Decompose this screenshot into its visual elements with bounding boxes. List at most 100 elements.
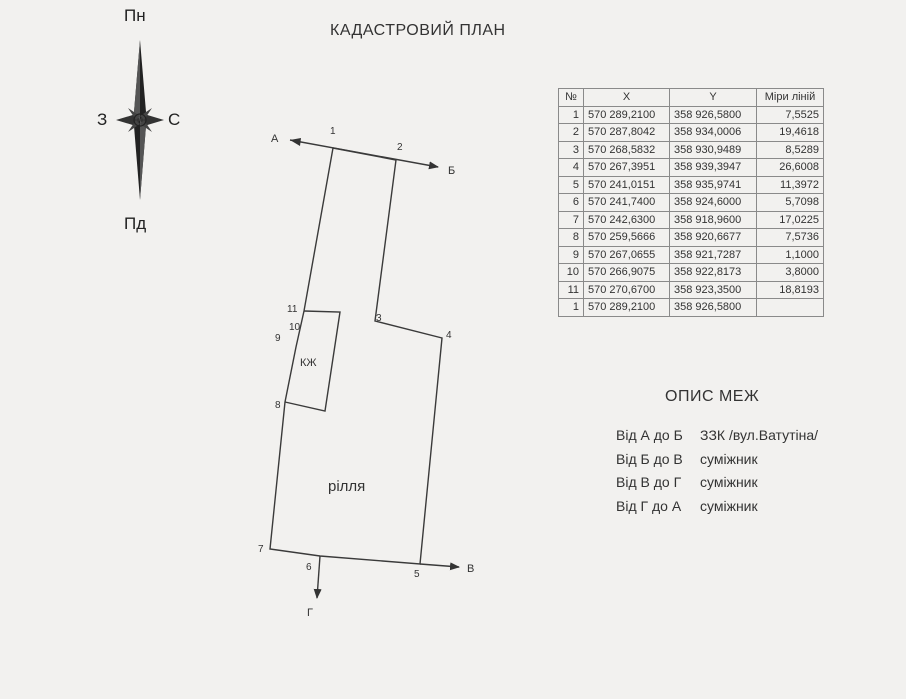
cell-length: 1,1000 <box>756 245 824 264</box>
cell-y: 358 922,8173 <box>669 263 757 282</box>
parcel-boundary <box>269 147 443 565</box>
boundary-segment: Від А до Б <box>616 427 683 443</box>
cell-y: 358 939,3947 <box>669 158 757 177</box>
cell-number: 1 <box>558 105 584 124</box>
cell-y: 358 935,9741 <box>669 175 757 194</box>
cell-y: 358 923,3500 <box>669 280 757 299</box>
cell-number: 11 <box>558 280 584 299</box>
point-label-8: 8 <box>275 400 281 411</box>
point-label-5: 5 <box>414 569 420 580</box>
point-label-4: 4 <box>446 330 452 341</box>
cell-length: 3,8000 <box>756 263 824 282</box>
cell-number: 4 <box>558 158 584 177</box>
boundary-neighbor: суміжник <box>700 450 758 467</box>
cell-number: 6 <box>558 193 584 212</box>
point-label-2: 2 <box>397 142 403 153</box>
cell-x: 570 266,9075 <box>583 263 670 282</box>
point-label-1: 1 <box>330 126 336 137</box>
cell-length: 17,0225 <box>756 210 824 229</box>
boundary-row: Від Г до А суміжник <box>616 498 818 522</box>
compass-north-label: Пн <box>124 6 146 25</box>
cell-length: 8,5289 <box>756 140 824 159</box>
cell-y: 358 926,5800 <box>669 105 757 124</box>
cell-y: 358 934,0006 <box>669 123 757 142</box>
cell-x: 570 268,5832 <box>583 140 670 159</box>
cell-number: 10 <box>558 263 584 282</box>
point-label-3: 3 <box>376 313 382 324</box>
cell-length <box>756 298 824 317</box>
cell-y: 358 926,5800 <box>669 298 757 317</box>
boundary-line-to-g <box>313 555 322 599</box>
boundary-neighbor: суміжник <box>700 497 758 514</box>
col-header-y: Y <box>669 88 757 107</box>
direction-label-v: В <box>467 563 474 575</box>
boundary-neighbor: ЗЗК /вул.Ватутіна/ <box>700 427 819 443</box>
boundary-neighbor: суміжник <box>700 474 758 490</box>
cell-number: 8 <box>558 228 584 247</box>
cell-length: 19,4618 <box>756 123 824 142</box>
col-header-length: Міри ліній <box>756 88 824 107</box>
cell-length: 5,7098 <box>756 193 824 212</box>
cell-number: 2 <box>558 123 584 142</box>
cell-x: 570 241,7400 <box>583 193 670 212</box>
cell-number: 9 <box>558 245 584 264</box>
field-label: рілля <box>328 478 365 495</box>
cell-x: 570 242,6300 <box>583 210 670 229</box>
boundaries-title: ОПИС МЕЖ <box>665 388 760 405</box>
cell-x: 570 241,0151 <box>583 175 670 194</box>
cell-x: 570 259,5666 <box>583 228 670 247</box>
boundary-row: Від Б до В суміжник <box>616 451 818 475</box>
boundary-segment: Від В до Г <box>616 474 682 490</box>
col-header-x: X <box>583 88 670 107</box>
direction-label-a: А <box>271 133 279 145</box>
boundary-row: Від В до Г суміжник <box>616 474 818 498</box>
cell-y: 358 918,9600 <box>669 210 757 229</box>
cell-number: 7 <box>558 210 584 229</box>
table-header-row: № X Y Міри ліній <box>558 88 824 107</box>
point-label-7: 7 <box>258 544 264 555</box>
boundary-segment: Від Г до А <box>616 497 682 514</box>
boundary-segment: Від Б до В <box>616 450 683 467</box>
compass-west-label: З <box>97 110 108 129</box>
compass-rose: Пн Пд З С <box>0 0 200 250</box>
cell-length: 26,6008 <box>756 158 824 177</box>
cell-length: 7,5525 <box>756 105 824 124</box>
cell-length: 18,8193 <box>756 280 824 299</box>
cell-y: 358 924,6000 <box>669 193 757 212</box>
building-outline <box>284 310 341 412</box>
point-label-6: 6 <box>306 562 312 573</box>
cell-x: 570 267,0655 <box>583 245 670 264</box>
boundaries-list: Від А до Б ЗЗК /вул.Ватутіна/Від Б до В су… <box>616 427 818 521</box>
col-header-number: № <box>558 88 584 107</box>
boundary-line-to-v <box>419 562 460 571</box>
cell-number: 5 <box>558 175 584 194</box>
point-label-9: 9 <box>275 333 281 344</box>
cell-y: 358 920,6677 <box>669 228 757 247</box>
cell-length: 7,5736 <box>756 228 824 247</box>
direction-label-g: Г <box>307 607 313 619</box>
compass-icon <box>116 40 164 200</box>
cell-length: 11,3972 <box>756 175 824 194</box>
cell-y: 358 921,7287 <box>669 245 757 264</box>
boundary-row: Від А до Б ЗЗК /вул.Ватутіна/ <box>616 427 818 451</box>
cell-x: 570 270,6700 <box>583 280 670 299</box>
cell-x: 570 267,3951 <box>583 158 670 177</box>
cell-number: 3 <box>558 140 584 159</box>
cell-x: 570 287,8042 <box>583 123 670 142</box>
cell-y: 358 930,9489 <box>669 140 757 159</box>
boundary-line-a-b <box>289 139 439 170</box>
arrow-a-icon <box>290 138 301 146</box>
